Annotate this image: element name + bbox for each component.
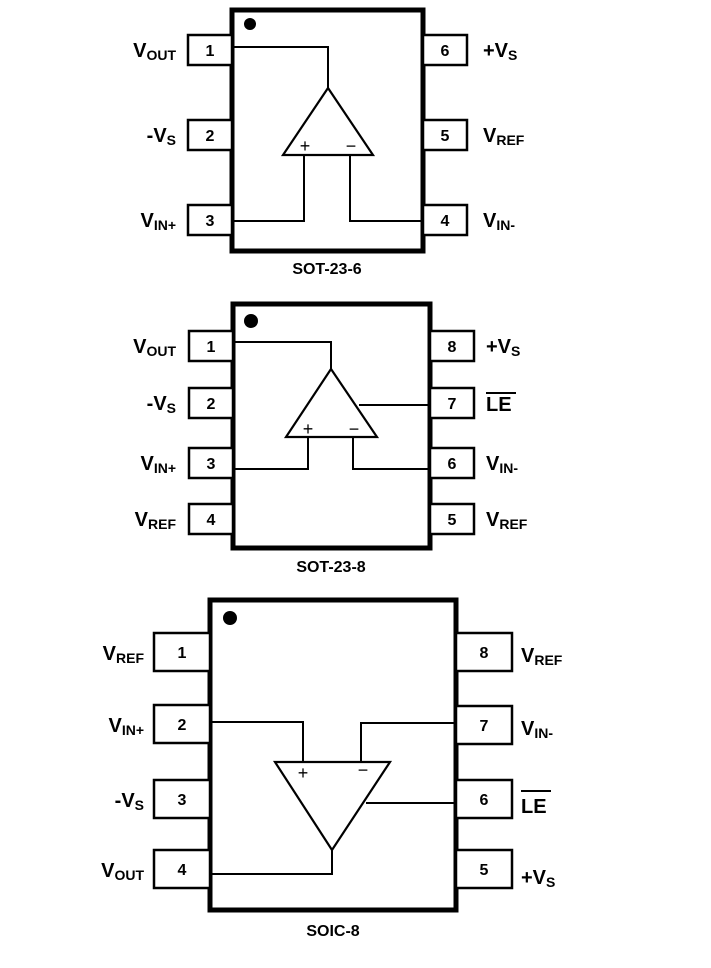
pin-label-vin-minus: VIN- — [483, 210, 515, 233]
pin-2 — [187, 386, 235, 420]
pin-number: 1 — [178, 645, 187, 662]
pin-6 — [428, 446, 476, 480]
pin-5 — [421, 118, 469, 152]
wire-noninverting-input — [234, 155, 305, 222]
pin1-marker-dot — [244, 314, 258, 328]
pin-8 — [428, 329, 476, 363]
pin-number: 1 — [207, 339, 216, 356]
pin-3 — [187, 446, 235, 480]
pin-number: 6 — [441, 43, 450, 60]
plus-sign: + — [300, 136, 311, 156]
pin-number: 5 — [448, 512, 457, 529]
pin-number: 1 — [206, 43, 215, 60]
package-name: SOIC-8 — [306, 923, 359, 940]
pin-label-vin-minus: VIN- — [486, 453, 518, 476]
wire-inverting-input — [349, 155, 421, 222]
package-sot-23-8: 1 2 3 4 8 7 6 5 VOUT -VS VIN+ VREF +VS L… — [133, 301, 528, 576]
pin-label-vin-plus: VIN+ — [140, 453, 176, 476]
package-sot-23-6: 1 2 3 6 5 4 VOUT -VS VIN+ +VS VREF VIN- … — [133, 7, 525, 278]
pin-number: 6 — [480, 792, 489, 809]
comparator-symbol — [280, 86, 376, 157]
pin-6 — [421, 33, 469, 67]
pin-number: 5 — [480, 862, 489, 879]
pin-label-vref-right: VREF — [486, 509, 528, 532]
pin-7 — [428, 386, 476, 420]
pin-7 — [454, 704, 514, 746]
pin-label-vout: VOUT — [133, 40, 176, 63]
pin-label-neg-vs: -VS — [147, 393, 176, 416]
pin-label-pos-vs: +VS — [521, 867, 555, 890]
pin-5 — [428, 502, 476, 536]
pin-2 — [152, 703, 212, 745]
wire-inverting-input — [352, 437, 428, 470]
pin-number: 3 — [178, 792, 187, 809]
pin-1 — [186, 33, 234, 67]
pin-number: 4 — [178, 862, 187, 879]
pin-4 — [152, 848, 212, 890]
pin-label-vref: VREF — [135, 509, 177, 532]
pin-number: 3 — [206, 213, 215, 230]
pin-number: 3 — [207, 456, 216, 473]
pin-label-vin-plus: VIN+ — [108, 715, 144, 738]
pin-label-vref: VREF — [103, 643, 145, 666]
pin-label-latch-enable: LE — [486, 394, 512, 416]
pin-2 — [186, 118, 234, 152]
minus-sign: − — [349, 419, 360, 439]
pin-number: 8 — [448, 339, 457, 356]
comparator-symbol — [272, 760, 393, 853]
pin-label-vin-minus: VIN- — [521, 718, 553, 741]
wire-noninverting-input — [235, 437, 309, 470]
pin-number: 6 — [448, 456, 457, 473]
pin-3 — [186, 203, 234, 237]
pin-6 — [454, 778, 514, 820]
minus-sign: − — [346, 136, 357, 156]
wire-noninverting-input — [212, 721, 304, 762]
pin-1 — [187, 329, 235, 363]
pin-label-vref-right: VREF — [521, 645, 563, 668]
wire-inverting-input — [360, 722, 454, 762]
pin-label-vin-plus: VIN+ — [140, 210, 176, 233]
pin-number: 2 — [178, 717, 187, 734]
pin-number: 4 — [207, 512, 216, 529]
pin-label-neg-vs: -VS — [147, 125, 176, 148]
package-name: SOT-23-6 — [292, 261, 361, 278]
comparator-symbol — [283, 367, 380, 439]
pin-3 — [152, 778, 212, 820]
pin-8 — [454, 631, 514, 673]
pin-4 — [421, 203, 469, 237]
pin-number: 2 — [206, 128, 215, 145]
pin-5 — [454, 848, 514, 890]
pin-label-vout: VOUT — [101, 860, 144, 883]
pin-number: 7 — [480, 718, 489, 735]
pin-number: 2 — [207, 396, 216, 413]
pin1-marker-dot — [223, 611, 237, 625]
package-soic-8: 1 2 3 4 8 7 6 5 VREF VIN+ -VS VOUT VREF … — [101, 597, 563, 940]
pin-label-pos-vs: +VS — [486, 336, 520, 359]
pin-label-vout: VOUT — [133, 336, 176, 359]
wire-output — [234, 46, 329, 88]
pin-label-vref: VREF — [483, 125, 525, 148]
pin-number: 5 — [441, 128, 450, 145]
pin-number: 4 — [441, 213, 450, 230]
plus-sign: + — [298, 763, 309, 783]
pin-label-latch-enable: LE — [521, 796, 547, 818]
pin-label-pos-vs: +VS — [483, 40, 517, 63]
pin-number: 7 — [448, 396, 457, 413]
plus-sign: + — [303, 419, 314, 439]
pin1-marker-dot — [244, 18, 256, 30]
wire-output — [235, 341, 332, 369]
pin-4 — [187, 502, 235, 536]
pin-1 — [152, 631, 212, 673]
package-name: SOT-23-8 — [296, 559, 365, 576]
pin-number: 8 — [480, 645, 489, 662]
wire-output — [212, 850, 333, 875]
minus-sign: − — [358, 760, 369, 780]
pin-label-neg-vs: -VS — [115, 790, 144, 813]
